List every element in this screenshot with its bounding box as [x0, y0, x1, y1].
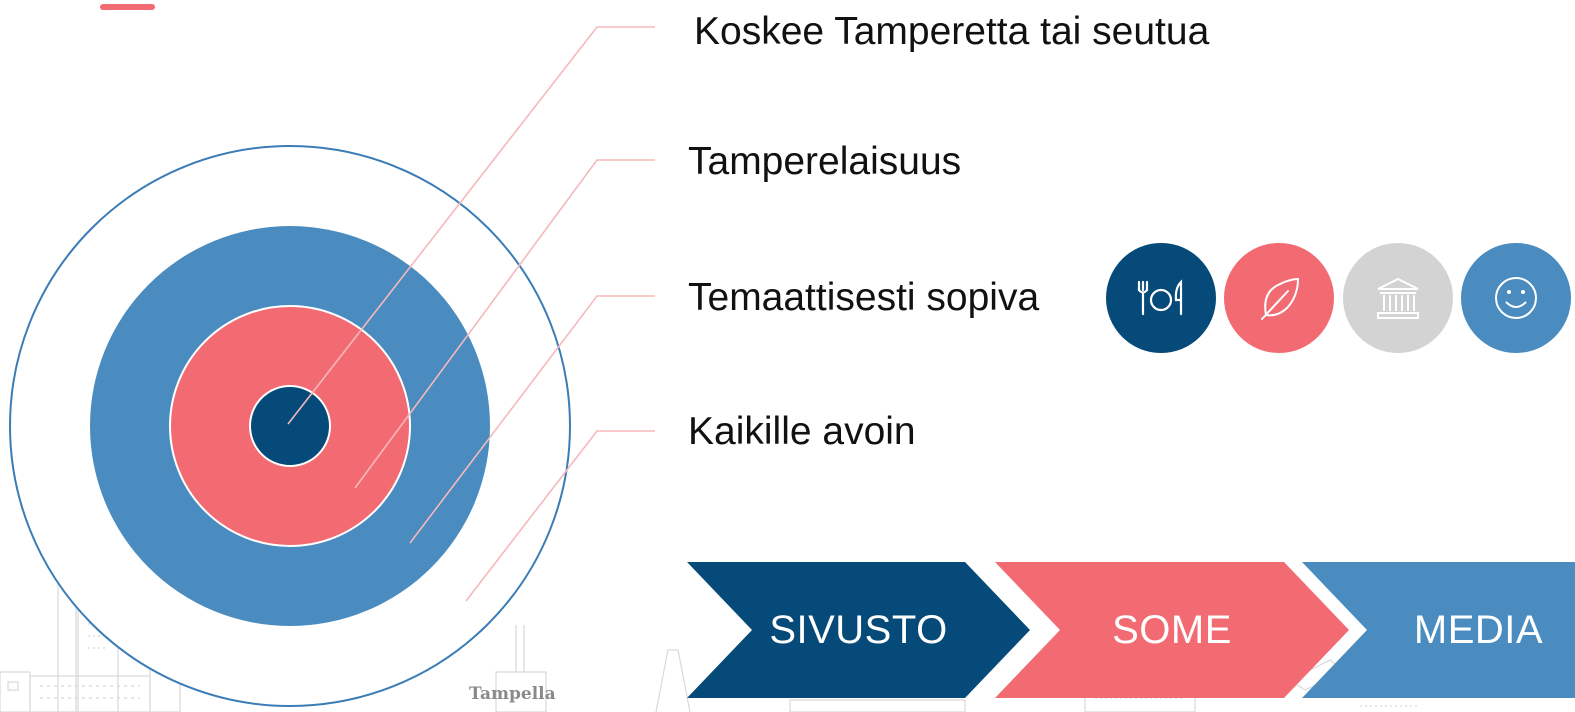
- chevron-some-shape: [995, 562, 1349, 698]
- label-koskee-tamperetta: Koskee Tamperetta tai seutua: [694, 10, 1210, 53]
- chevron-some-label: SOME: [1112, 607, 1232, 652]
- leaf-icon: [1261, 277, 1300, 320]
- chevron-media-shape: [1302, 562, 1575, 698]
- chevron-sivusto-label: SIVUSTO: [769, 607, 948, 652]
- nature-theme-badge: [1224, 243, 1334, 353]
- leader-line-4: [465, 430, 655, 602]
- chevron-sivusto-shape: [687, 562, 1030, 698]
- label-kaikille-avoin: Kaikille avoin: [688, 410, 916, 453]
- leader-line-2: [354, 159, 655, 489]
- accent-bar: [100, 4, 155, 10]
- ring-koskee-tamperetta: [249, 385, 331, 467]
- label-temaattisesti-sopiva: Temaattisesti sopiva: [688, 276, 1040, 319]
- leader-line-1: [287, 26, 655, 425]
- food-theme-badge: [1106, 243, 1216, 353]
- chevron-media-label: MEDIA: [1413, 607, 1544, 652]
- label-tamperelaisuus: Tamperelaisuus: [688, 140, 962, 183]
- smiley-icon: [1495, 277, 1537, 319]
- culture-theme-badge: [1343, 243, 1453, 353]
- fun-theme-badge: [1461, 243, 1571, 353]
- cutlery-icon: [1137, 279, 1183, 316]
- museum-icon: [1377, 277, 1419, 319]
- tampella-sign: Tampella: [469, 684, 556, 704]
- leader-line-3: [409, 295, 655, 544]
